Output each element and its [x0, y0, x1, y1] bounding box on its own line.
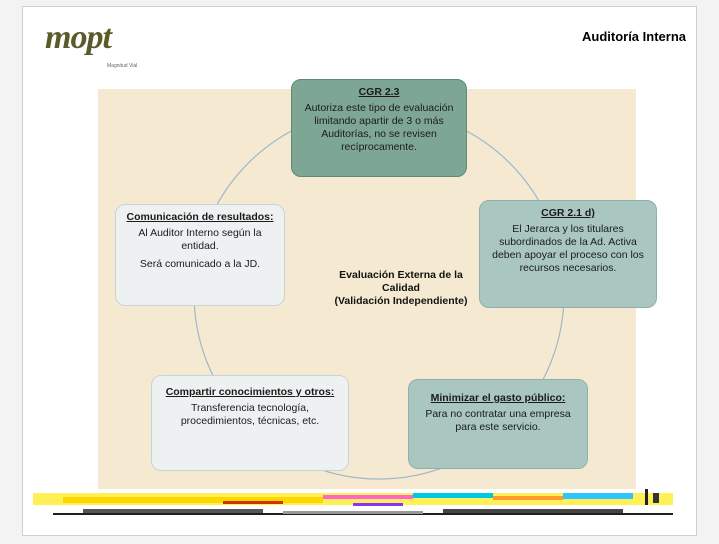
- node-title-text: Comunicación de resultados: [126, 211, 271, 223]
- node-comunicacion-resultados: Comunicación de resultados: Al Auditor I…: [115, 204, 285, 306]
- center-label-line-2: Calidad: [382, 282, 420, 294]
- node-title-suffix: :: [330, 386, 335, 398]
- diagram-center-label: Evaluación Externa de la Calidad (Valida…: [323, 269, 479, 308]
- node-title: Comunicación de resultados:: [124, 211, 276, 224]
- center-label-line-1: Evaluación Externa de la: [339, 269, 463, 281]
- center-label-line-3: (Validación Independiente): [334, 295, 468, 307]
- node-title-text: Minimizar el gasto público: [430, 392, 562, 404]
- node-body: Autoriza este tipo de evaluación limitan…: [304, 102, 454, 153]
- page-title: Auditoría Interna: [581, 29, 686, 44]
- node-body: Para no contratar una empresa para este …: [425, 408, 571, 433]
- node-compartir-conocimientos: Compartir conocimientos y otros: Transfe…: [151, 375, 349, 471]
- decorative-footer-stripes: [33, 489, 673, 515]
- node-title-text: Compartir conocimientos y otros: [165, 386, 331, 398]
- mopt-logo: mopt Magnitud Vial: [41, 19, 181, 75]
- node-body: Al Auditor Interno según la entidad.: [138, 227, 262, 252]
- node-body: El Jerarca y los titulares subordinados …: [492, 223, 644, 274]
- node-title: Compartir conocimientos y otros:: [160, 386, 340, 399]
- node-body-2: Será comunicado a la JD.: [139, 258, 261, 270]
- node-title: Minimizar el gasto público:: [417, 392, 579, 405]
- slide: mopt Magnitud Vial Auditoría Interna CGR…: [22, 6, 697, 536]
- logo-subtext: Magnitud Vial: [107, 63, 138, 69]
- node-title-suffix: :: [561, 392, 566, 404]
- node-body: Transferencia tecnología, procedimientos…: [180, 402, 320, 427]
- node-minimizar-gasto: Minimizar el gasto público: Para no cont…: [408, 379, 588, 469]
- node-title: CGR 2.3: [358, 86, 400, 98]
- node-title-suffix: :: [270, 211, 274, 223]
- node-cgr-2-1-d: CGR 2.1 d) El Jerarca y los titulares su…: [479, 200, 657, 308]
- node-title: CGR 2.1 d): [541, 207, 595, 219]
- node-cgr-2-3: CGR 2.3 Autoriza este tipo de evaluación…: [291, 79, 467, 177]
- logo-text: mopt: [45, 19, 112, 56]
